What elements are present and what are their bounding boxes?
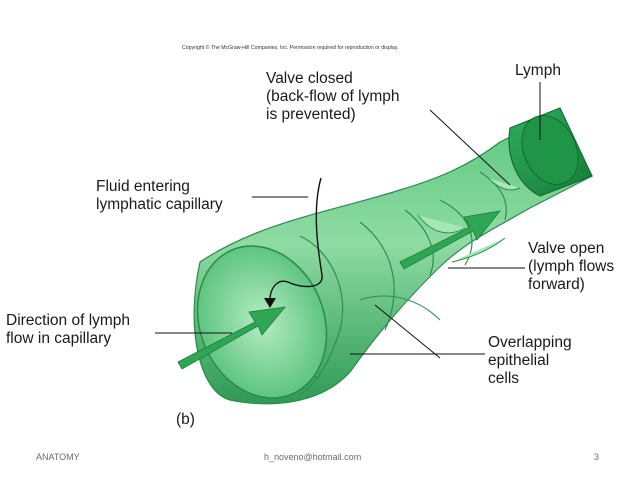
- panel-label: (b): [176, 411, 195, 429]
- epithelial-cell-outline: [359, 295, 441, 321]
- footer-center: h_noveno@hotmail.com: [264, 452, 362, 462]
- epithelial-cell-outline: [299, 235, 344, 396]
- label-line: Valve closed: [266, 70, 353, 87]
- label-line: epithelial: [488, 352, 550, 369]
- copyright-notice: Copyright © The McGraw-Hill Companies, I…: [182, 45, 399, 51]
- valve-flap: [451, 237, 506, 263]
- label-line: Valve open: [528, 240, 605, 257]
- label-line: (lymph flows: [528, 258, 615, 275]
- footer-left: ANATOMY: [36, 452, 80, 462]
- label-line: lymphatic capillary: [96, 196, 223, 213]
- lymph-vessel-end-face: [521, 115, 579, 185]
- label-line: (b): [176, 411, 195, 428]
- label-line: Direction of lymph: [6, 312, 131, 329]
- label-lymph: Lymph: [515, 62, 561, 80]
- label-line: Lymph: [515, 62, 561, 79]
- label-line: forward): [528, 276, 585, 293]
- slide-number: 3: [594, 452, 600, 462]
- label-line: cells: [488, 370, 520, 387]
- valve-flap: [417, 214, 466, 234]
- label-valve-open: Valve open (lymph flows forward): [528, 240, 614, 294]
- label-line: (back-flow of lymph: [266, 88, 400, 105]
- label-valve-closed: Valve closed (back-flow of lymph is prev…: [266, 70, 400, 124]
- valve-flap: [487, 177, 521, 191]
- flow-arrow-capillary: [177, 306, 286, 370]
- label-line: flow in capillary: [6, 330, 112, 347]
- epithelial-cell-outline: [404, 209, 434, 276]
- fluid-entry-arrowhead: [264, 298, 276, 308]
- leader-line: [429, 109, 511, 186]
- label-direction: Direction of lymph flow in capillary: [6, 312, 130, 348]
- label-overlapping-cells: Overlapping epithelial cells: [488, 334, 572, 388]
- label-line: Overlapping: [488, 334, 572, 351]
- leader-line: [374, 304, 441, 359]
- epithelial-cell-outline: [359, 221, 395, 331]
- label-line: is prevented): [266, 106, 356, 123]
- flow-arrow-valve: [399, 210, 501, 270]
- label-fluid-entering: Fluid entering lymphatic capillary: [96, 178, 223, 214]
- fluid-entry-arrow: [269, 177, 323, 301]
- label-line: Fluid entering: [96, 178, 190, 195]
- epithelial-cell-outline: [479, 171, 507, 221]
